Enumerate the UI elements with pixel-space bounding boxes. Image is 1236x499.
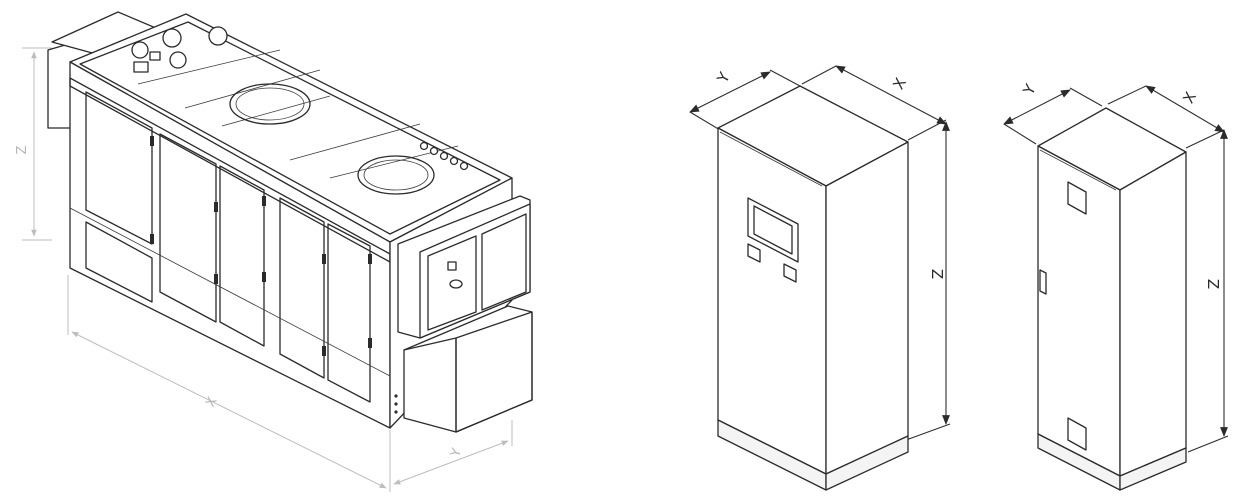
- unit-height-label: Z: [15, 145, 30, 154]
- plain-cabinet-height-dimension: Z: [1187, 129, 1229, 453]
- hmi-cabinet-height-dimension: Z: [905, 121, 951, 441]
- hmi-button-left: [747, 243, 761, 263]
- hmi-cabinet-plinth-side: [825, 435, 909, 491]
- top-hatch-front: [357, 155, 435, 195]
- industrial-unit-figure: Z X Y: [15, 11, 533, 492]
- door-hinges: [150, 136, 372, 356]
- upper-vent: [1067, 181, 1087, 215]
- plain-cabinet-height-label: Z: [1204, 279, 1222, 289]
- door-handle: [1039, 269, 1047, 295]
- lower-vent: [1067, 417, 1087, 451]
- unit-length-label: X: [203, 395, 220, 410]
- hmi-button-right: [783, 263, 797, 283]
- hmi-cabinet-figure: Y X Z: [689, 65, 951, 491]
- hmi-cabinet-side: [825, 141, 909, 475]
- plain-cabinet-plinth-side: [1119, 447, 1187, 491]
- plain-cabinet-side: [1119, 151, 1187, 477]
- top-fittings: [131, 26, 228, 73]
- hmi-screen: [753, 205, 793, 255]
- control-indicator: [447, 261, 457, 271]
- control-knob: [449, 279, 463, 289]
- unit-depth-label: Y: [448, 446, 465, 460]
- unit-height-dimension: Z: [15, 47, 52, 241]
- hmi-screen-bezel: [747, 197, 799, 263]
- plain-cabinet-width-label: X: [1179, 89, 1200, 107]
- hmi-cabinet-depth-label: Y: [713, 69, 734, 87]
- hmi-cabinet-height-label: Z: [928, 269, 946, 279]
- plain-cabinet-depth-label: Y: [1019, 81, 1040, 99]
- plain-cabinet-figure: Y X Z: [1003, 81, 1229, 491]
- top-connector-row: [419, 141, 469, 171]
- hmi-cabinet-width-label: X: [889, 75, 910, 93]
- top-hatch-rear: [229, 83, 311, 125]
